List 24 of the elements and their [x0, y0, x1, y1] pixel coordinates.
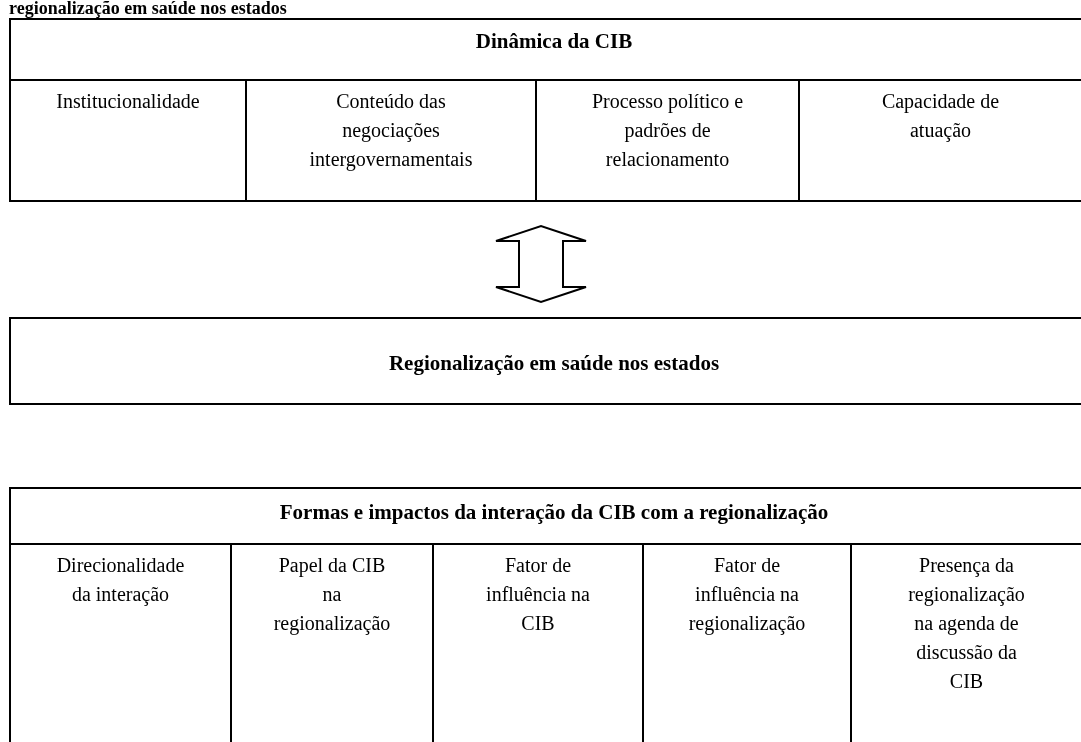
- double-arrow: [495, 224, 587, 304]
- heading-text: Formas e impactos da interação da CIB com a regionalização: [278, 499, 830, 525]
- table-cell: [798, 79, 1081, 200]
- table-cell: [230, 543, 432, 742]
- table-cell: [642, 543, 850, 742]
- table-frame: [9, 18, 1081, 202]
- cell-text: Presença da regionalização na agenda de discussão da CIB: [907, 553, 1026, 694]
- cell-text: Institucionalidade: [56, 89, 200, 114]
- heading-text: Dinâmica da CIB: [474, 28, 634, 54]
- cell-text: Capacidade de atuação: [880, 89, 1001, 144]
- table-cell: [850, 543, 1081, 742]
- cell-text: Papel da CIB na regionalização: [272, 553, 392, 637]
- title-text: regionalização em saúde nos estados: [9, 0, 287, 18]
- table-cell: [245, 79, 535, 200]
- text-box: [9, 317, 1081, 405]
- cell-text: Fator de influência na regionalização: [687, 553, 807, 637]
- table-cell: [535, 79, 798, 200]
- table-cell: [432, 543, 642, 742]
- cell-text: Direcionalidade da interação: [55, 553, 186, 608]
- cell-text: Conteúdo das negociações intergovernamentais: [308, 89, 474, 173]
- table-frame: [9, 487, 1081, 742]
- heading-text: Regionalização em saúde nos estados: [387, 350, 721, 376]
- cell-text: Fator de influência na CIB: [485, 553, 591, 636]
- cell-text: Processo político e padrões de relacionamento: [590, 89, 745, 172]
